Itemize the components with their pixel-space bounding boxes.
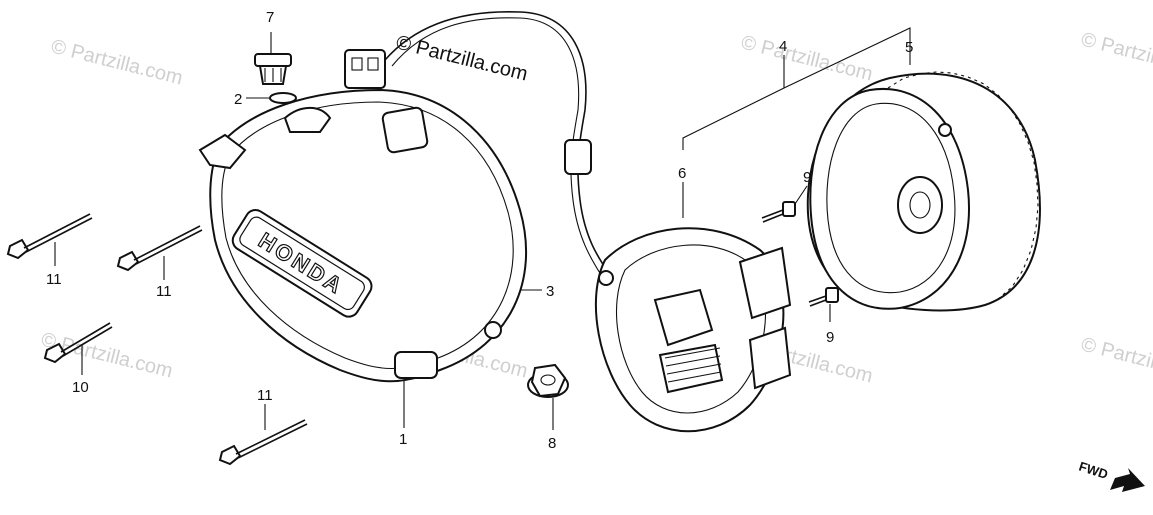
forward-direction: FWD bbox=[1077, 459, 1145, 492]
leader-lines bbox=[54, 27, 911, 430]
callout-2: 2 bbox=[234, 91, 242, 108]
bolt-11-b bbox=[116, 225, 203, 272]
callout-1: 1 bbox=[399, 431, 407, 448]
callout-11-b: 11 bbox=[156, 283, 172, 300]
watermark-1: © Partzilla.com bbox=[49, 36, 185, 90]
bolt-10 bbox=[43, 322, 113, 364]
forward-arrow-icon bbox=[1110, 468, 1145, 492]
callout-10: 10 bbox=[72, 379, 89, 396]
callout-8: 8 bbox=[548, 435, 556, 452]
watermark-3: © Partzilla.com bbox=[1079, 29, 1153, 83]
bolt-11-c bbox=[218, 419, 308, 466]
oil-filler-neck bbox=[283, 106, 332, 133]
screw-9-upper bbox=[761, 201, 796, 223]
callout-7: 7 bbox=[266, 9, 274, 26]
partzilla-brand-text: © Partzilla.com bbox=[394, 32, 530, 86]
callout-5: 5 bbox=[905, 39, 913, 56]
ring-gear-teeth bbox=[887, 71, 1039, 300]
wire-harness-inner bbox=[391, 17, 604, 279]
crankcase-cover: HONDA bbox=[198, 88, 528, 383]
fwd-label: FWD bbox=[1077, 459, 1110, 482]
stator-coil-upper bbox=[653, 288, 714, 347]
flywheel bbox=[806, 71, 1041, 312]
connector-pin-b bbox=[367, 57, 379, 71]
callout-11-c: 11 bbox=[257, 387, 273, 404]
callout-6: 6 bbox=[678, 165, 686, 182]
callouts: 7 2 3 1 11 11 10 11 8 9 9 6 4 5 bbox=[46, 9, 913, 452]
wire-harness bbox=[384, 10, 611, 276]
o-ring bbox=[269, 92, 297, 104]
flange-nut bbox=[527, 363, 569, 398]
flywheel-key bbox=[938, 123, 952, 137]
callout-3: 3 bbox=[546, 283, 554, 300]
cover-boss-bottom bbox=[394, 351, 438, 379]
oil-filler-cap bbox=[254, 53, 292, 85]
bolt-11-a bbox=[6, 213, 93, 260]
stator-coil-side-lower bbox=[748, 326, 792, 390]
cover-boss-top bbox=[381, 106, 429, 154]
callout-4: 4 bbox=[779, 38, 787, 55]
flywheel-hub bbox=[897, 176, 943, 234]
wire-grommet bbox=[564, 139, 592, 175]
callout-9-lower: 9 bbox=[826, 329, 834, 346]
callout-9-upper: 9 bbox=[803, 169, 811, 186]
wire-connector bbox=[344, 49, 386, 89]
stator-mount-tab bbox=[598, 270, 614, 286]
stator bbox=[594, 227, 792, 433]
stator-coil-side bbox=[738, 246, 792, 320]
honda-emblem: HONDA bbox=[231, 209, 373, 318]
screw-9-lower bbox=[808, 287, 839, 307]
connector-pin-a bbox=[351, 57, 363, 71]
watermark-7: © Partzilla.com bbox=[1079, 334, 1153, 388]
cover-mount-hole bbox=[484, 321, 502, 339]
cover-lug-left bbox=[198, 133, 247, 170]
callout-11-a: 11 bbox=[46, 271, 62, 288]
